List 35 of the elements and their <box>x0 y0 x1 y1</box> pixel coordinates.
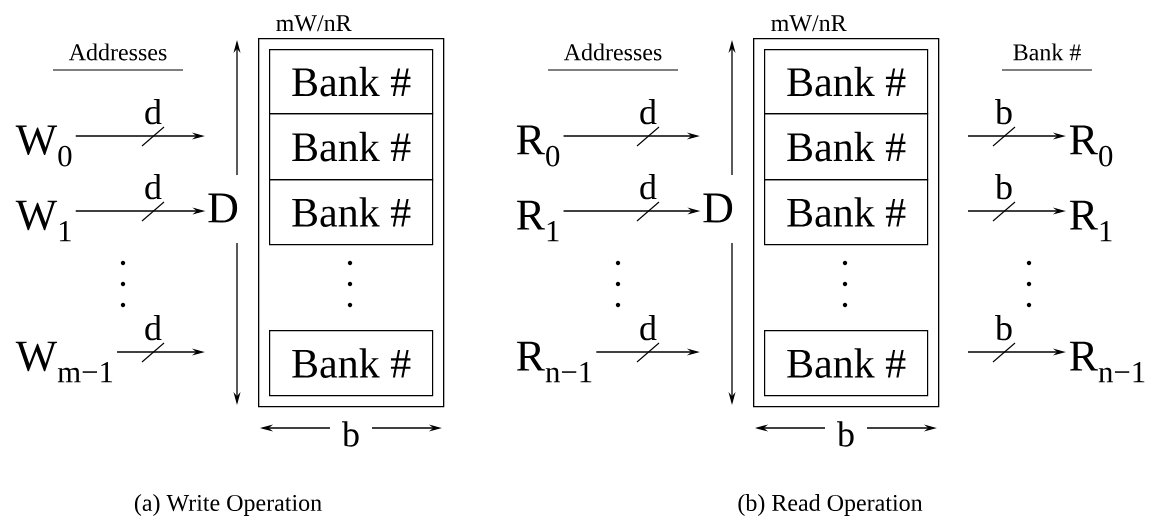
signal-label: R$_{n−1}$ <box>516 341 592 383</box>
column-heading: Addresses <box>547 43 679 71</box>
signal-label: R$_{1}$ <box>1069 200 1112 242</box>
signal-label: W$_{m−1}$ <box>15 341 113 383</box>
caption: (a) Write Operation <box>134 494 322 516</box>
edge-label: b <box>995 174 1012 200</box>
node-label: mW/nR <box>771 15 847 32</box>
edge-label: b <box>995 99 1012 125</box>
signal-label: W$_{0}$ <box>15 125 72 167</box>
caption: (b) Read Operation <box>738 494 923 516</box>
dimension-label: D <box>703 193 733 223</box>
signal-label: R$_{0}$ <box>1069 125 1113 167</box>
edge-label: d <box>145 315 162 341</box>
column-heading: Bank # <box>1001 43 1093 71</box>
bank-box: Bank # <box>764 49 929 115</box>
signal-label: W$_{1}$ <box>15 200 71 242</box>
dimension-label: D <box>208 193 238 223</box>
signal-label: R$_{0}$ <box>516 125 560 167</box>
edge-label: d <box>145 174 162 200</box>
edge-label: d <box>640 99 657 125</box>
edge-label: d <box>640 315 657 341</box>
edge-label: d <box>145 99 162 125</box>
bank-box: Bank # <box>269 113 434 181</box>
node-label: mW/nR <box>276 15 352 32</box>
column-heading: Addresses <box>52 43 184 71</box>
bank-box: Bank # <box>269 49 434 115</box>
signal-label: R$_{1}$ <box>516 200 559 242</box>
bank-box: Bank # <box>764 179 929 246</box>
bank-box: Bank # <box>764 113 929 181</box>
edge-label: d <box>640 174 657 200</box>
bank-box: Bank # <box>269 179 434 246</box>
edge-label: b <box>995 315 1012 341</box>
bank-box: Bank # <box>764 330 929 397</box>
signal-label: R$_{n−1}$ <box>1069 341 1145 383</box>
bank-box: Bank # <box>269 330 434 397</box>
